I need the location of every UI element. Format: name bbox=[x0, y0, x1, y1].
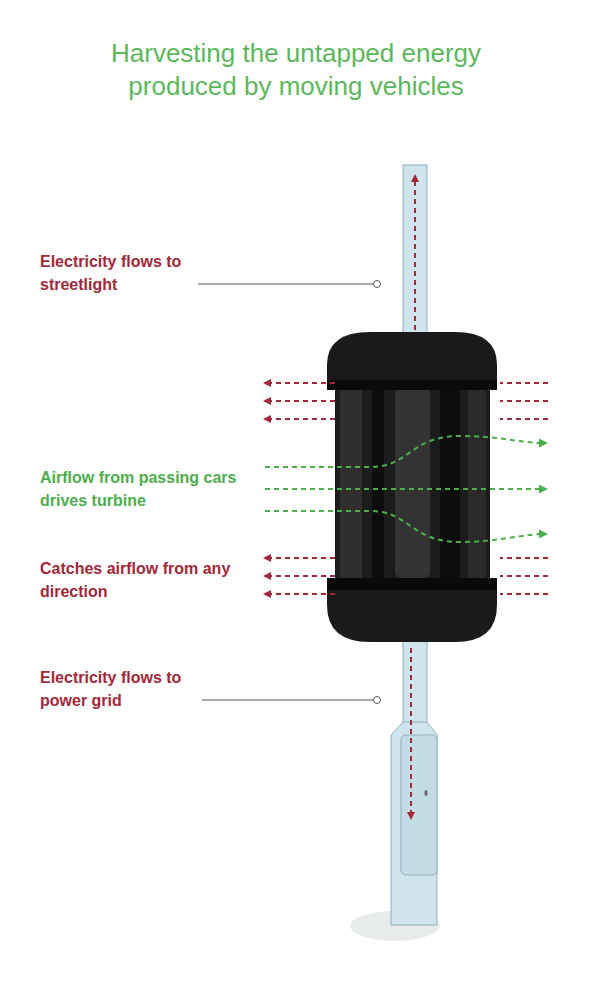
any-direction-arrows bbox=[265, 383, 548, 594]
callout-label: Electricity flows to power grid bbox=[40, 666, 190, 712]
callout-label: Electricity flows to streetlight bbox=[40, 250, 190, 296]
turbine-blade bbox=[468, 388, 486, 578]
lower-pole bbox=[403, 630, 427, 725]
turbine-top-cap bbox=[327, 332, 497, 385]
callout-label: Catches airflow from any direction bbox=[40, 557, 255, 603]
hatch-screw bbox=[425, 790, 428, 796]
turbine-body bbox=[335, 380, 490, 585]
pole-hatch bbox=[401, 735, 437, 875]
callout-label: Airflow from passing cars drives turbine bbox=[40, 466, 255, 512]
upper-pole bbox=[403, 165, 427, 340]
turbine-blade bbox=[340, 388, 362, 578]
pole-base bbox=[391, 722, 437, 925]
power-arrow-down bbox=[410, 648, 412, 818]
turbine-blade bbox=[372, 388, 384, 578]
leader-lines bbox=[198, 281, 381, 704]
turbine-blade bbox=[440, 388, 460, 578]
diagram-title: Harvesting the untapped energy produced … bbox=[60, 37, 532, 103]
turbine-blade bbox=[395, 388, 430, 578]
power-arrow-up bbox=[414, 176, 416, 330]
cap-rim bbox=[327, 380, 497, 390]
airflow-lines bbox=[265, 436, 546, 542]
cap-rim bbox=[327, 578, 497, 590]
